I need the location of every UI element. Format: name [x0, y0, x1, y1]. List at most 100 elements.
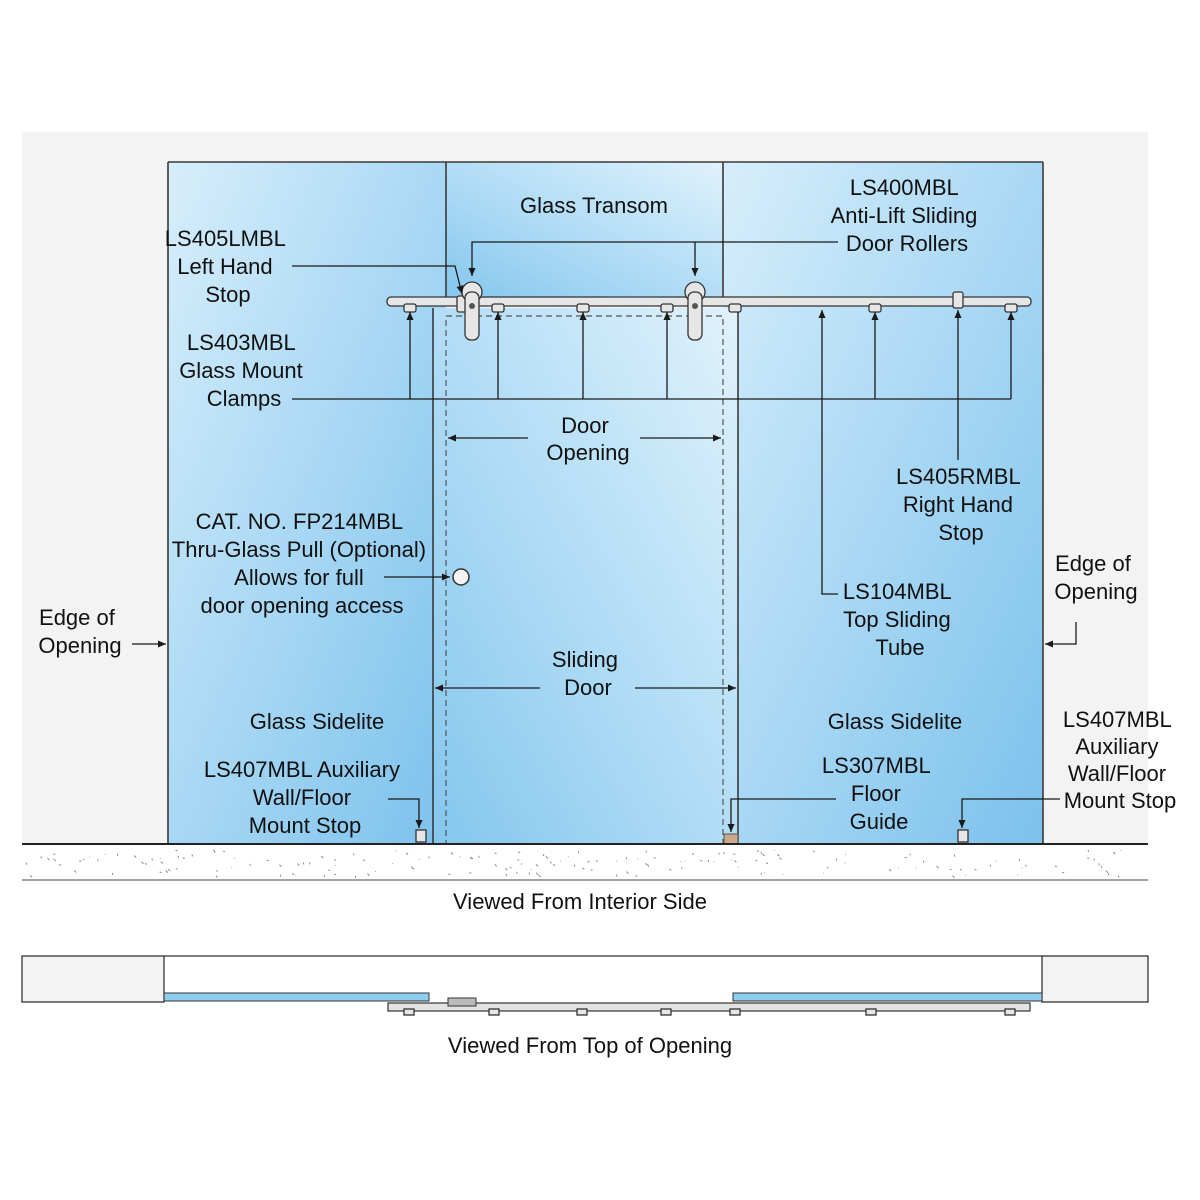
- floor-speck: [450, 851, 454, 855]
- floor-speck: [626, 871, 629, 874]
- aux-stop-left-label: LS407MBL Auxiliary Wall/Floor Mount Stop: [204, 757, 406, 838]
- floor-speck: [587, 861, 590, 863]
- floor-speck: [1120, 849, 1122, 851]
- glass-transom: [446, 162, 723, 300]
- floor-speck: [734, 859, 737, 863]
- floor-speck: [1062, 871, 1065, 874]
- floor-guide: [723, 833, 739, 845]
- floor-speck: [713, 860, 715, 863]
- floor-speck: [308, 862, 311, 865]
- sliding-door-glass: [433, 308, 738, 844]
- floor-speck: [494, 863, 498, 867]
- floor-speck: [681, 867, 683, 870]
- floor-speck: [680, 861, 682, 863]
- floor-speck: [1021, 867, 1023, 869]
- floor-speck: [760, 851, 763, 855]
- floor-speck: [141, 861, 144, 865]
- top-view-wall-left: [21, 955, 165, 1003]
- floor-speck: [684, 860, 686, 862]
- floor-speck: [691, 853, 695, 855]
- floor-speck: [509, 866, 512, 869]
- floor-guide-label: LS307MBL Floor Guide: [822, 753, 936, 834]
- floor-speck: [535, 864, 539, 867]
- floor-speck: [428, 856, 430, 859]
- floor: [22, 843, 1148, 881]
- floor-speck: [1107, 873, 1110, 876]
- floor-speck: [1054, 865, 1057, 868]
- floor-speck: [296, 863, 300, 866]
- floor-speck: [755, 859, 758, 862]
- floor-speck: [470, 856, 474, 860]
- floor-speck: [367, 873, 370, 876]
- floor-speck: [844, 853, 847, 856]
- floor-speck: [897, 867, 899, 869]
- floor-speck: [294, 874, 296, 876]
- floor-speck: [279, 874, 282, 877]
- floor-speck: [478, 855, 480, 858]
- floor-speck: [737, 866, 739, 868]
- interior-caption: Viewed From Interior Side: [453, 889, 707, 914]
- floor-speck: [505, 873, 508, 877]
- floor-speck: [647, 864, 650, 867]
- floor-speck: [645, 863, 648, 866]
- floor-speck: [730, 859, 732, 861]
- sliding-door-label: Sliding Door: [552, 647, 624, 700]
- floor-speck: [952, 875, 955, 878]
- floor-speck: [518, 851, 521, 853]
- floor-speck: [718, 852, 720, 855]
- sidelite-right-label: Glass Sidelite: [828, 709, 963, 734]
- floor-speck: [915, 867, 917, 869]
- floor-speck: [904, 856, 907, 859]
- door-opening-label: Door Opening: [546, 413, 629, 465]
- floor-speck: [949, 868, 952, 871]
- floor-speck: [73, 870, 77, 873]
- floor-speck: [182, 857, 185, 859]
- rollers-label: LS400MBL Anti-Lift Sliding Door Rollers: [831, 175, 984, 256]
- leader-lines: [132, 241, 1077, 832]
- floor-speck: [733, 853, 736, 855]
- floor-speck: [302, 862, 305, 865]
- floor-speck: [354, 875, 357, 879]
- right-hand-stop: [952, 291, 964, 309]
- thru-glass-pull: [452, 568, 470, 586]
- floor-speck: [104, 853, 106, 856]
- floor-speck: [763, 872, 766, 874]
- floor-speck: [773, 849, 775, 851]
- floor-speck: [1100, 865, 1103, 868]
- floor-speck: [160, 861, 164, 864]
- floor-speck: [779, 857, 782, 861]
- floor-speck: [835, 858, 838, 861]
- sidelite-left-label: Glass Sidelite: [250, 709, 385, 734]
- floor-speck: [323, 874, 326, 877]
- floor-speck: [1112, 851, 1116, 855]
- floor-speck: [231, 866, 233, 868]
- floor-speck: [1105, 870, 1109, 874]
- floor-speck: [469, 872, 472, 874]
- floor-speck: [249, 863, 251, 866]
- floor-speck: [320, 855, 324, 859]
- left-sidelite-glass: [168, 162, 446, 844]
- floor-speck: [116, 853, 119, 856]
- floor-speck: [53, 858, 57, 862]
- floor-speck: [653, 857, 656, 859]
- aux-stop-right: [957, 829, 969, 843]
- floor-speck: [151, 858, 153, 861]
- right-sidelite-glass: [723, 162, 1043, 844]
- floor-speck: [625, 857, 628, 860]
- top-view-sidelite-left: [163, 992, 430, 1002]
- floor-speck: [542, 853, 545, 857]
- floor-speck: [175, 868, 178, 870]
- floor-speck: [25, 862, 28, 865]
- floor-speck: [448, 873, 451, 875]
- floor-speck: [40, 856, 43, 859]
- floor-speck: [959, 868, 962, 871]
- top-caption: Viewed From Top of Opening: [448, 1033, 732, 1058]
- floor-speck: [334, 859, 336, 862]
- floor-speck: [974, 869, 977, 871]
- clamps-label: LS403MBL Glass Mount Clamps: [179, 330, 309, 411]
- floor-speck: [212, 849, 216, 852]
- floor-speck: [521, 862, 523, 865]
- floor-speck: [965, 874, 967, 876]
- floor-speck: [1098, 863, 1100, 866]
- floor-speck: [328, 869, 331, 871]
